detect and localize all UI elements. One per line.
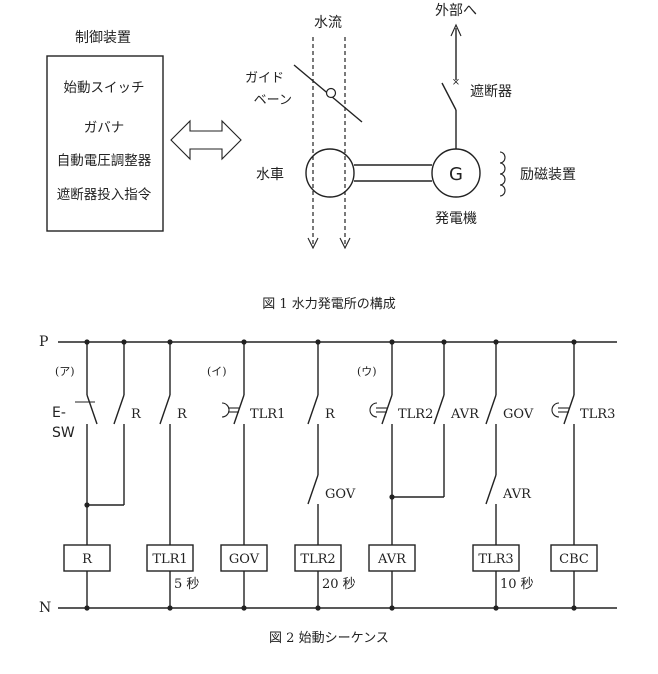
coil-label: R	[82, 552, 93, 567]
timer-tlr2: 20 秒	[322, 577, 356, 592]
guide-vane-label: ガイド	[245, 71, 284, 86]
coil-label: TLR1	[152, 552, 187, 567]
outgoing-arrowhead	[450, 23, 462, 37]
coil-label: CBC	[559, 552, 589, 567]
controller-title: 制御装置	[75, 30, 131, 46]
rung-gov	[221, 342, 245, 608]
rung-avr	[369, 342, 445, 608]
controller-box	[46, 55, 164, 232]
timer-tlr3: 10 秒	[500, 577, 534, 592]
coil-avr	[368, 544, 416, 572]
rung-r	[75, 342, 125, 608]
turbine-label: 水車	[256, 166, 284, 183]
rung-tlr2	[307, 342, 319, 608]
exciter-coil-icon	[499, 151, 506, 197]
figure-1: 制御装置 始動スイッチ ガバナ 自動電圧調整器 遮断器投入指令 水流 ガイド ベ…	[46, 3, 576, 312]
exciter-label: 励磁装置	[520, 167, 576, 183]
contact-label-gov: GOV	[503, 407, 534, 422]
rung-tlr1	[159, 342, 171, 608]
marker-i: (イ)	[207, 365, 227, 378]
generator-label: 発電機	[435, 211, 477, 227]
contact-label-r: R	[177, 407, 188, 422]
coil-boxes: R TLR1 GOV TLR2 AVR TLR3 CBC	[63, 544, 598, 572]
figure-2-caption: 図 2 始動シーケンス	[269, 631, 389, 646]
bus-n-label: N	[39, 600, 51, 616]
controller-item: 自動電圧調整器	[57, 153, 152, 169]
controller-item: 遮断器投入指令	[57, 187, 152, 203]
coil-cbc	[550, 544, 598, 572]
contact-label-r: R	[131, 407, 142, 422]
figure-1-caption: 図 1 水力発電所の構成	[262, 297, 396, 312]
marker-a: (ア)	[55, 365, 75, 378]
start-switch-label: SW	[52, 425, 75, 441]
guide-vane-pivot	[325, 87, 337, 99]
contact-label-tlr1: TLR1	[250, 407, 285, 422]
coil-tlr2	[294, 544, 342, 572]
coil-label: GOV	[229, 552, 260, 567]
breaker-contact	[441, 82, 457, 111]
contact-label-avr: AVR	[502, 487, 532, 502]
breaker-mark: ×	[452, 77, 460, 88]
marker-u: (ウ)	[357, 365, 377, 378]
rung-cbc	[551, 342, 575, 608]
water-flow-label: 水流	[314, 15, 342, 31]
contact-label-gov: GOV	[325, 487, 356, 502]
timer-tlr1: 5 秒	[174, 577, 199, 592]
guide-vane-label: ベーン	[254, 93, 292, 108]
contact-label-tlr3: TLR3	[580, 407, 615, 422]
contact-label-r: R	[325, 407, 336, 422]
coil-label: TLR3	[478, 552, 513, 567]
water-flow-arrowhead	[339, 237, 351, 250]
figure-2: P N (ア) E- SW R R 5 秒	[39, 334, 617, 646]
coil-tlr3	[472, 544, 520, 572]
coil-tlr1	[146, 544, 194, 572]
bus-p-label: P	[39, 334, 48, 350]
water-flow-arrowhead	[307, 237, 319, 250]
signal-exchange-arrow	[170, 119, 242, 161]
contact-label-avr: AVR	[450, 407, 480, 422]
junction-dots	[84, 339, 577, 611]
contact-label-tlr2: TLR2	[398, 407, 433, 422]
coil-r	[63, 544, 111, 572]
start-switch-label: E-	[52, 405, 66, 421]
rung-tlr3	[485, 342, 497, 608]
controller-item: 始動スイッチ	[64, 80, 145, 96]
coil-label: AVR	[377, 552, 407, 567]
external-label: 外部へ	[435, 3, 477, 19]
coil-label: TLR2	[300, 552, 335, 567]
controller-item: ガバナ	[84, 120, 125, 136]
turbine-symbol	[305, 148, 355, 198]
breaker-label: 遮断器	[470, 84, 512, 100]
coil-gov	[220, 544, 268, 572]
generator-symbol-letter: G	[449, 164, 463, 185]
